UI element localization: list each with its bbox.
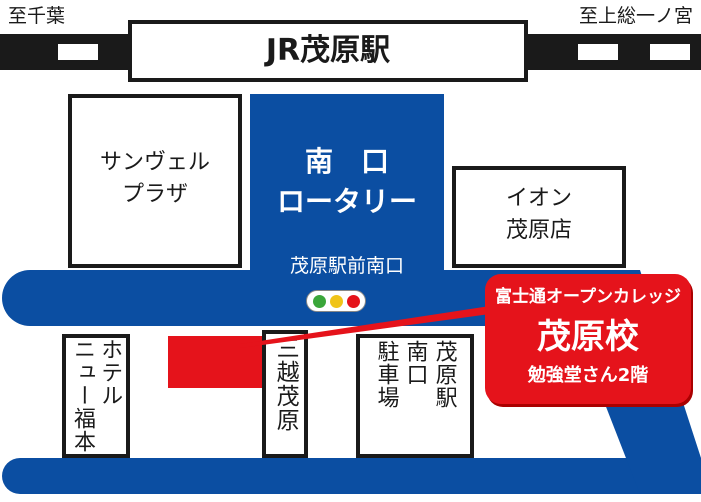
- direction-left: 至千葉: [8, 5, 66, 27]
- callout-pointer: [240, 306, 490, 348]
- traffic-light-red: [347, 295, 360, 308]
- direction-right: 至上総一ノ宮: [578, 5, 693, 27]
- station-name: JR茂原駅: [265, 33, 391, 68]
- aeon-label-2: 茂原店: [505, 218, 572, 243]
- road-lower: [2, 458, 696, 494]
- callout-box: [485, 274, 691, 404]
- parking-label-col2: 南口: [402, 340, 428, 386]
- rotary-area: [250, 94, 444, 284]
- rail-segment-right: [578, 44, 618, 60]
- callout-line-2: 茂原校: [537, 317, 639, 357]
- building-sunvel-plaza: [68, 94, 242, 268]
- traffic-light-icon: [306, 290, 366, 312]
- sunvel-label-1: サンヴェル: [99, 150, 210, 175]
- hotel-label-col1: ホテル: [97, 338, 123, 407]
- parking-label: 茂原駅 南口 駐車場: [356, 340, 474, 452]
- parking-label-col1: 茂原駅: [431, 340, 457, 409]
- traffic-light-green: [313, 295, 326, 308]
- rotary-label-2: ロータリー: [276, 185, 417, 218]
- rotary-label-1: 南 口: [304, 145, 389, 178]
- callout-line-3: 勉強堂さん2階: [527, 365, 649, 386]
- traffic-light-yellow: [330, 295, 343, 308]
- rail-segment-right-2: [650, 44, 690, 60]
- rail-segment-left: [58, 44, 98, 60]
- bus-stop-label: 茂原駅前南口: [289, 255, 404, 277]
- hotel-label-col2: ニュー福本: [70, 338, 95, 453]
- aeon-label-1: イオン: [505, 186, 572, 211]
- building-aeon: [452, 166, 626, 268]
- hotel-label: ホテル ニュー福本: [62, 338, 130, 454]
- sunvel-label-2: プラザ: [121, 182, 188, 207]
- mitsukoshi-label: 三越茂原: [272, 336, 299, 432]
- station-box: [128, 20, 528, 82]
- parking-label-col3: 駐車場: [373, 340, 399, 409]
- building-hotel-new-fukumoto: [62, 334, 130, 458]
- mitsukoshi-label-wrap: 三越茂原: [262, 336, 308, 454]
- building-parking: [356, 334, 474, 458]
- building-mitsukoshi: [262, 330, 308, 458]
- callout-line-1: 富士通オープンカレッジ: [495, 287, 681, 307]
